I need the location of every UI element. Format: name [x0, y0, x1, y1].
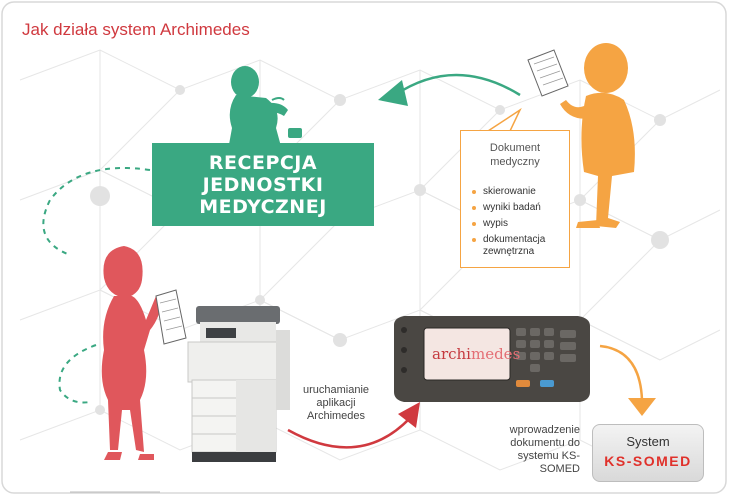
red-arrow	[287, 402, 420, 449]
reception-line-2: JEDNOSTKI	[202, 173, 324, 196]
patient-document	[527, 49, 569, 97]
launch-caption: uruchamianie aplikacji Archimedes	[302, 384, 370, 422]
document-item: dokumentacja zewnętrzna	[469, 234, 547, 258]
printer-device	[187, 306, 290, 462]
dashed-path-top	[42, 167, 151, 256]
page-title: Jak działa system Archimedes	[22, 20, 250, 39]
document-item: wypis	[469, 218, 547, 230]
ks-somed-box: System KS-SOMED	[592, 424, 704, 482]
network-nodes	[90, 85, 669, 415]
reception-line-1: RECEPCJA	[208, 151, 318, 174]
entry-caption: wprowadzenie dokumentu do systemu KS-SOM…	[509, 424, 580, 475]
document-box: Dokument medyczny skierowanie wyniki bad…	[460, 130, 570, 268]
reception-line-3: MEDYCZNEJ	[199, 195, 327, 218]
ks-system-label: System	[626, 434, 670, 449]
receptionist-red-figure	[101, 246, 162, 460]
document-box-tail	[487, 107, 522, 132]
receptionist-document	[155, 289, 187, 345]
document-item: wyniki badań	[469, 202, 547, 214]
control-panel	[394, 316, 590, 402]
orange-arrow	[599, 344, 656, 416]
green-arrow	[378, 73, 521, 106]
panel-screen-logo: archimedes	[432, 345, 521, 363]
document-box-title: Dokument medyczny	[489, 142, 541, 168]
receptionist-figure	[228, 66, 302, 150]
ks-somed-logo: KS-SOMED	[604, 453, 692, 469]
document-list: skierowanie wyniki badań wypis dokumenta…	[469, 186, 547, 262]
dashed-path-bottom	[58, 344, 97, 404]
document-item: skierowanie	[469, 186, 547, 198]
reception-label: RECEPCJA JEDNOSTKI MEDYCZNEJ	[152, 143, 374, 226]
patient-figure	[560, 43, 635, 228]
